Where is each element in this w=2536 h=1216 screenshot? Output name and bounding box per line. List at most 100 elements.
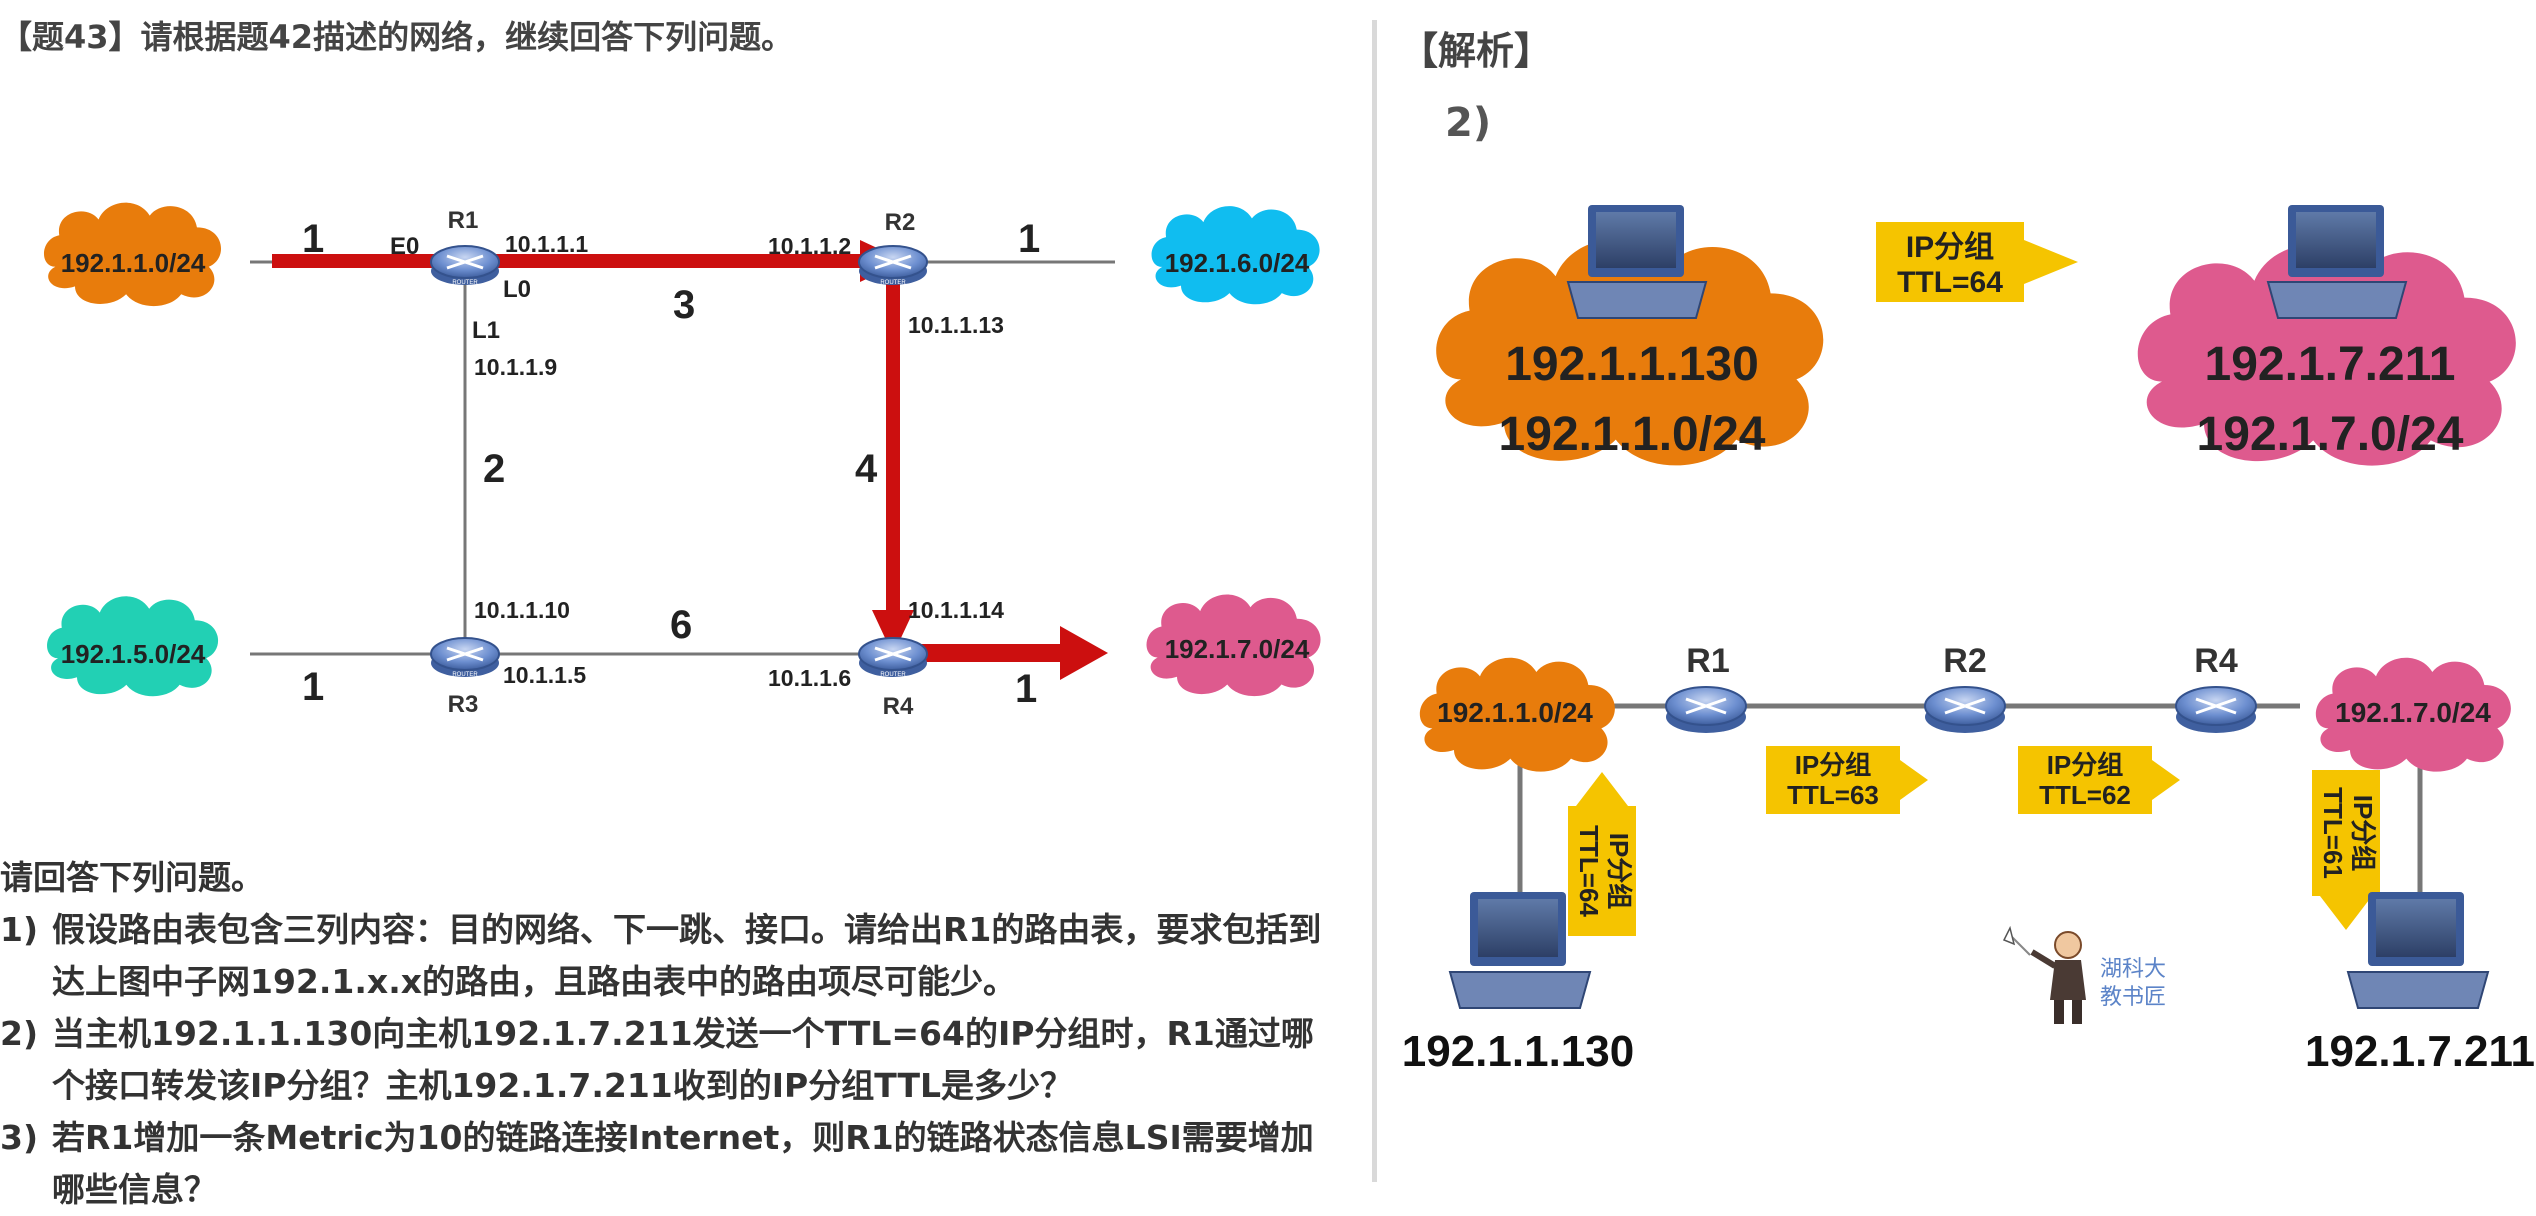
question-list: 请回答下列问题。 1) 假设路由表包含三列内容：目的网络、下一跳、接口。请给出R… <box>0 852 1330 1216</box>
svg-text:4: 4 <box>855 447 878 491</box>
svg-text:教书匠: 教书匠 <box>2100 984 2166 1009</box>
cloud-192-1-7-0: 192.1.7.0/24 <box>1146 594 1321 697</box>
svg-text:10.1.1.1: 10.1.1.1 <box>505 231 588 257</box>
svg-text:10.1.1.6: 10.1.1.6 <box>768 665 851 691</box>
src-host-computer-icon: 192.1.1.130 <box>1402 892 1634 1076</box>
question-number: 1) <box>0 910 39 949</box>
path-router-r2: R2 <box>1924 642 2006 733</box>
question-header: 【题43】请根据题42描述的网络，继续回答下列问题。 <box>0 18 794 56</box>
svg-text:ROUTER: ROUTER <box>452 280 478 286</box>
net-label: 192.1.1.0/24 <box>61 248 206 278</box>
svg-text:192.1.7.0/24: 192.1.7.0/24 <box>2335 697 2491 728</box>
svg-text:192.1.1.0/24: 192.1.1.0/24 <box>1437 697 1593 728</box>
router-label: R2 <box>885 209 916 236</box>
svg-text:10.1.1.13: 10.1.1.13 <box>908 312 1004 338</box>
question-number: 3) <box>0 1118 39 1157</box>
host-computer-icon <box>1566 205 1708 319</box>
svg-text:湖科大: 湖科大 <box>2100 956 2166 981</box>
cloud-192-1-5-0: 192.1.5.0/24 <box>47 596 219 697</box>
svg-text:R4: R4 <box>2194 642 2238 680</box>
question-item-3: 3) 若R1增加一条Metric为10的链路连接Internet，则R1的链路状… <box>0 1112 1330 1216</box>
question-intro: 请回答下列问题。 <box>0 858 264 897</box>
cloud-192-1-6-0: 192.1.6.0/24 <box>1151 206 1320 305</box>
svg-text:10.1.1.10: 10.1.1.10 <box>474 597 570 623</box>
network-diagram-canvas: 192.1.1.0/24 192.1.6.0/24 192.1.5.0/24 1… <box>43 202 2535 1076</box>
router-label: R3 <box>448 691 479 718</box>
router-r4: ROUTER R4 <box>858 637 928 720</box>
svg-text:ROUTER: ROUTER <box>880 280 906 286</box>
svg-text:L1: L1 <box>472 317 500 344</box>
svg-text:TTL=64: TTL=64 <box>1897 266 2003 299</box>
path-router-r4: R4 <box>2175 642 2257 733</box>
src-cloud-small: 192.1.1.0/24 <box>1419 657 1615 772</box>
answer-subheading: 2) <box>1445 100 1492 146</box>
ip-labels: 10.1.1.1 10.1.1.2 10.1.1.13 10.1.1.9 10.… <box>474 231 1004 691</box>
svg-text:IP分组: IP分组 <box>1604 833 1634 910</box>
svg-text:10.1.1.9: 10.1.1.9 <box>474 354 557 380</box>
router-r3: ROUTER R3 <box>430 637 500 718</box>
svg-text:192.1.7.0/24: 192.1.7.0/24 <box>2197 408 2464 461</box>
question-item-2: 2) 当主机192.1.1.130向主机192.1.7.211发送一个TTL=6… <box>0 1008 1330 1112</box>
question-item-1: 1) 假设路由表包含三列内容：目的网络、下一跳、接口。请给出R1的路由表，要求包… <box>0 904 1330 1008</box>
src-host-ip-label: 192.1.1.130 <box>1402 1027 1634 1076</box>
svg-text:IP分组: IP分组 <box>1795 750 1872 780</box>
net-label: 192.1.6.0/24 <box>1165 248 1310 278</box>
svg-text:192.1.1.0/24: 192.1.1.0/24 <box>1499 408 1766 461</box>
svg-text:ROUTER: ROUTER <box>452 672 478 678</box>
svg-text:TTL=61: TTL=61 <box>2318 787 2348 879</box>
net-label: 192.1.5.0/24 <box>61 639 206 669</box>
router-label: R1 <box>448 207 479 234</box>
svg-text:6: 6 <box>670 603 692 647</box>
svg-text:R1: R1 <box>1686 642 1729 680</box>
answer-header: 【解析】 <box>1400 29 1553 73</box>
teacher-watermark: 湖科大 教书匠 <box>2002 925 2166 1024</box>
dst-cloud-big: 192.1.7.211 192.1.7.0/24 <box>2137 205 2516 466</box>
lower-links <box>1517 703 2423 900</box>
svg-text:1: 1 <box>1018 217 1040 261</box>
svg-text:192.1.1.130: 192.1.1.130 <box>1505 338 1759 391</box>
packet-arrow-ttl-62: IP分组 TTL=62 <box>2018 746 2180 814</box>
svg-text:10.1.1.2: 10.1.1.2 <box>768 233 851 259</box>
svg-text:192.1.7.211: 192.1.7.211 <box>2205 338 2456 391</box>
svg-text:3: 3 <box>673 283 695 327</box>
host-computer-icon <box>2266 205 2408 319</box>
src-cloud-big: 192.1.1.130 192.1.1.0/24 <box>1436 205 1824 466</box>
question-text: 假设路由表包含三列内容：目的网络、下一跳、接口。请给出R1的路由表，要求包括到达… <box>52 910 1322 1001</box>
question-text: 若R1增加一条Metric为10的链路连接Internet，则R1的链路状态信息… <box>52 1118 1314 1209</box>
svg-text:1: 1 <box>302 217 324 261</box>
packet-arrow-ttl-64-top: IP分组 TTL=64 <box>1876 222 2078 302</box>
packet-arrow-ttl-61-down: IP分组 TTL=61 <box>2312 770 2380 930</box>
svg-text:1: 1 <box>1015 667 1037 711</box>
cloud-192-1-1-0: 192.1.1.0/24 <box>43 202 222 307</box>
svg-text:IP分组: IP分组 <box>1906 230 1994 264</box>
svg-text:ROUTER: ROUTER <box>880 672 906 678</box>
packet-arrow-ttl-64-up: IP分组 TTL=64 <box>1568 772 1636 936</box>
dst-host-computer-icon: 192.1.7.211 <box>2305 892 2535 1076</box>
svg-text:TTL=63: TTL=63 <box>1787 780 1879 810</box>
question-text: 当主机192.1.1.130向主机192.1.7.211发送一个TTL=64的I… <box>52 1014 1314 1105</box>
question-number: 2) <box>0 1014 39 1053</box>
router-r2: ROUTER R2 <box>858 209 928 286</box>
svg-text:E0: E0 <box>390 233 419 260</box>
svg-text:10.1.1.14: 10.1.1.14 <box>908 597 1004 623</box>
interface-labels: E0 L0 L1 <box>390 233 531 344</box>
dst-cloud-small: 192.1.7.0/24 <box>2315 657 2511 772</box>
svg-text:L0: L0 <box>503 276 531 303</box>
svg-text:TTL=64: TTL=64 <box>1574 825 1604 917</box>
router-label: R4 <box>883 693 914 720</box>
svg-text:R2: R2 <box>1943 642 1986 680</box>
path-router-r1: R1 <box>1665 642 1747 733</box>
svg-text:TTL=62: TTL=62 <box>2039 780 2131 810</box>
route-path <box>272 240 1108 680</box>
svg-text:IP分组: IP分组 <box>2348 795 2378 872</box>
net-label: 192.1.7.0/24 <box>1165 634 1310 664</box>
dst-host-ip-label: 192.1.7.211 <box>2305 1027 2535 1076</box>
packet-arrow-ttl-63: IP分组 TTL=63 <box>1766 746 1928 814</box>
router-r1: ROUTER R1 <box>430 207 500 286</box>
svg-text:1: 1 <box>302 665 324 709</box>
svg-text:10.1.1.5: 10.1.1.5 <box>503 662 586 688</box>
panel-divider <box>1372 20 1377 1182</box>
svg-text:IP分组: IP分组 <box>2047 750 2124 780</box>
metric-labels: 1 3 1 2 4 1 6 1 <box>302 217 1040 711</box>
svg-text:2: 2 <box>483 447 505 491</box>
